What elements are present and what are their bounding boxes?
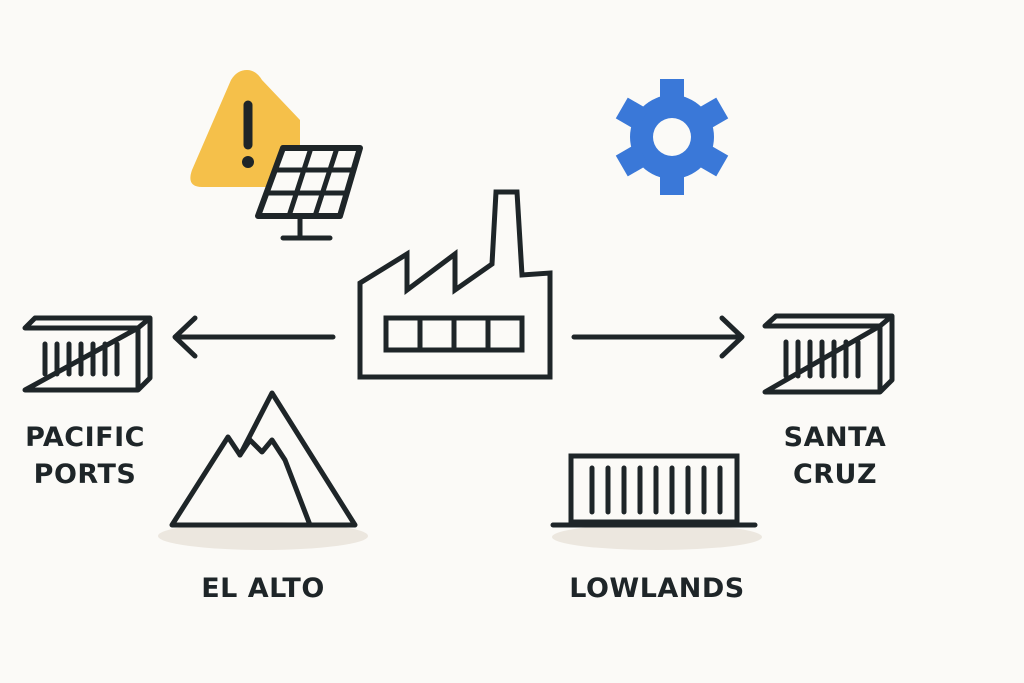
arrow-right-icon xyxy=(571,315,745,359)
factory-icon xyxy=(357,189,553,380)
gear-icon xyxy=(615,79,729,195)
label-el-alto: EL ALTO xyxy=(201,573,325,604)
solar-panel-icon xyxy=(255,145,363,241)
label-pacific-ports: PACIFIC PORTS xyxy=(5,419,165,493)
label-line: PACIFIC xyxy=(25,422,145,453)
mountain-icon xyxy=(158,390,368,550)
label-santa-cruz: SANTA CRUZ xyxy=(755,419,915,493)
warning-icon xyxy=(190,70,300,187)
shipping-container-icon xyxy=(762,313,895,395)
label-lowlands: LOWLANDS xyxy=(569,573,745,604)
arrow-left-icon xyxy=(172,315,336,359)
label-line: SANTA xyxy=(783,422,887,453)
label-line: PORTS xyxy=(33,459,137,490)
label-line: CRUZ xyxy=(792,459,878,490)
shipping-container-icon xyxy=(22,315,153,393)
shipping-container-icon xyxy=(550,453,762,550)
